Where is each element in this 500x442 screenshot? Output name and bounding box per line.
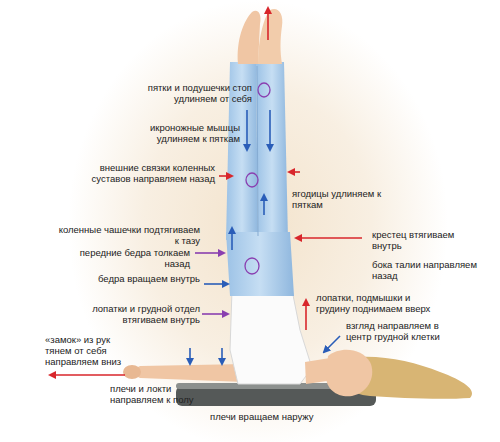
- direction-arrow: [267, 8, 269, 40]
- direction-arrow: [231, 228, 233, 250]
- callout-label: внешние связки коленных суставов направл…: [90, 162, 215, 184]
- direction-arrow: [195, 252, 224, 254]
- direction-arrow: [50, 374, 125, 376]
- direction-arrow: [189, 348, 191, 364]
- torso: [230, 290, 312, 384]
- direction-arrow: [289, 171, 300, 173]
- left-foot: [238, 11, 261, 64]
- direction-arrow: [204, 283, 228, 285]
- focus-circle: [245, 258, 259, 274]
- direction-arrow: [324, 336, 340, 352]
- callout-label: икроножные мышцы удлиняем к пяткам: [130, 122, 240, 144]
- callout-label: плечи и локти направляем к полу: [110, 383, 200, 405]
- hands: [123, 365, 141, 379]
- callout-label: коленные чашечки подтягиваем к тазу: [55, 224, 200, 246]
- callout-label: крестец втягиваем внутрь: [372, 229, 462, 251]
- callout-label: взгляд направляем в центр грудной клетки: [346, 320, 464, 342]
- callout-label: бедра вращаем внутрь: [90, 273, 200, 284]
- right-leg: [256, 62, 288, 240]
- direction-arrow: [202, 313, 228, 315]
- direction-arrow: [296, 237, 362, 239]
- callout-label: лопатки и грудной отдел втягиваем внутрь: [75, 303, 200, 325]
- callout-label: ягодицы удлиняем к пяткам: [292, 188, 392, 210]
- direction-arrow: [305, 300, 307, 330]
- callout-label: «замок» из рук тянем от себя направляем …: [45, 334, 130, 367]
- callout-label: передние бедра толкаем назад: [55, 247, 190, 269]
- direction-arrow: [219, 175, 232, 177]
- direction-arrow: [246, 110, 248, 150]
- direction-arrow: [269, 110, 271, 150]
- callout-label: лопатки, подмышки и грудину поднимаем вв…: [316, 292, 444, 314]
- direction-arrow: [263, 195, 265, 215]
- focus-circle: [246, 173, 258, 187]
- callout-label: пятки и подушечки стоп удлиняем от себя: [127, 82, 252, 104]
- arms: [128, 364, 245, 382]
- callout-label: бока талии направляем назад: [372, 259, 487, 281]
- hips: [226, 232, 294, 296]
- focus-circle: [258, 83, 270, 97]
- callout-label: плечи вращаем наружу: [210, 411, 340, 422]
- direction-arrow: [221, 348, 223, 364]
- right-foot: [258, 9, 282, 64]
- head: [326, 350, 372, 397]
